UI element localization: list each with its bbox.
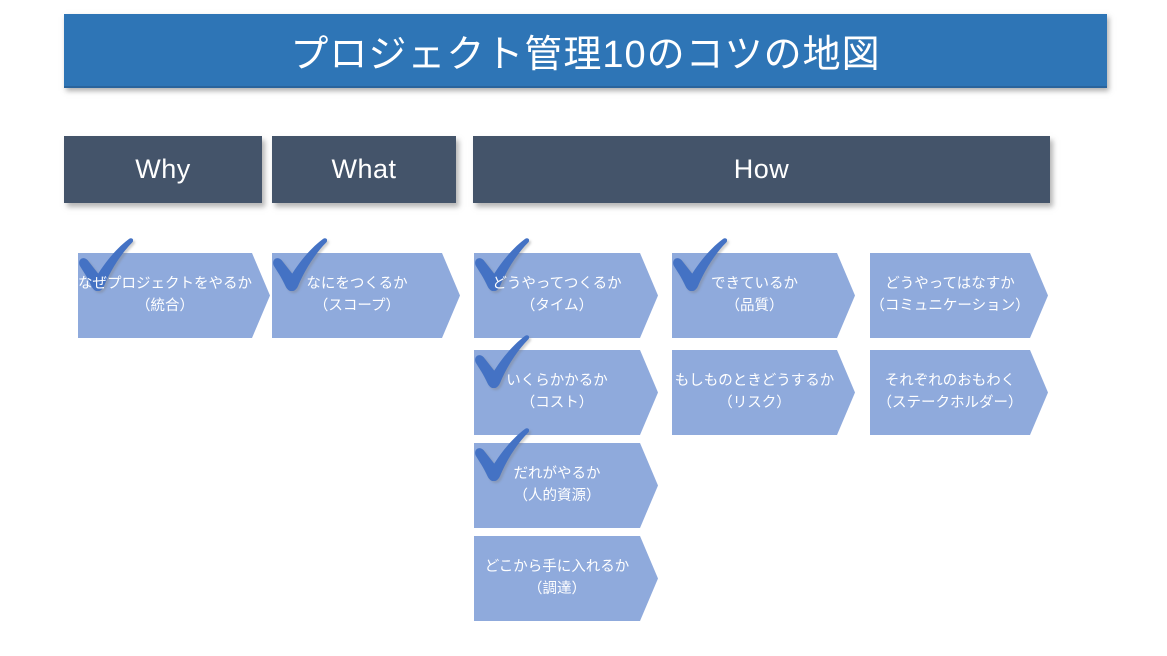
card-line2: （人的資源） [513, 487, 601, 504]
card-how-communication: どうやってはなすか （コミュニケーション） [870, 253, 1048, 338]
card-how-risk: もしものときどうするか （リスク） [672, 350, 855, 435]
card-line1: どうやってはなすか [885, 276, 1015, 293]
card-how-procurement: どこから手に入れるか （調達） [474, 536, 658, 621]
card-label: どうやってはなすか （コミュニケーション） [870, 253, 1048, 338]
card-line1: もしものときどうするか [674, 373, 835, 390]
header-why: Why [64, 136, 262, 203]
card-line2: （コミュニケーション） [870, 297, 1030, 314]
card-line2: （統合） [136, 297, 194, 314]
header-what-label: What [331, 154, 397, 184]
card-how-stakeholder: それぞれのおもわく （ステークホルダー） [870, 350, 1048, 435]
card-line1: できているか [711, 276, 798, 293]
card-line2: （ステークホルダー） [877, 394, 1023, 411]
title-banner: プロジェクト管理10のコツの地図 [64, 14, 1107, 88]
card-line1: それぞれのおもわく [884, 373, 1016, 390]
card-how-quality: できているか （品質） [672, 238, 855, 338]
card-label: もしものときどうするか （リスク） [672, 350, 855, 435]
card-line1: なにをつくるか [306, 276, 408, 293]
arrow-shape [870, 350, 1048, 435]
card-line1: なぜプロジェクトをやるか [78, 276, 252, 293]
card-how-human-resources: だれがやるか （人的資源） [474, 428, 658, 528]
card-line2: （品質） [725, 297, 784, 314]
card-line2: （コスト） [520, 394, 594, 411]
card-label: どこから手に入れるか （調達） [474, 536, 658, 621]
card-how-cost: いくらかかるか （コスト） [474, 335, 658, 435]
card-label: なにをつくるか （スコープ） [272, 253, 460, 338]
card-why-integration: なぜプロジェクトをやるか （統合） [78, 238, 270, 338]
card-line2: （リスク） [718, 394, 791, 411]
card-line2: （スコープ） [313, 297, 401, 314]
card-label: だれがやるか （人的資源） [474, 443, 658, 528]
header-why-label: Why [135, 154, 191, 184]
card-line1: いくらかかるか [506, 373, 608, 390]
card-how-time: どうやってつくるか （タイム） [474, 238, 658, 338]
arrow-shape [870, 253, 1048, 338]
card-line1: どこから手に入れるか [484, 559, 630, 576]
arrow-shape [474, 536, 658, 621]
card-line2: （調達） [528, 580, 586, 597]
card-label: できているか （品質） [672, 253, 855, 338]
card-line1: だれがやるか [513, 466, 601, 483]
page-title: プロジェクト管理10のコツの地図 [290, 33, 881, 76]
card-line1: どうやってつくるか [492, 276, 622, 293]
card-label: いくらかかるか （コスト） [474, 350, 658, 435]
card-label: どうやってつくるか （タイム） [474, 253, 658, 338]
arrow-shape [672, 350, 855, 435]
card-label: それぞれのおもわく （ステークホルダー） [870, 350, 1048, 435]
card-line2: （タイム） [520, 297, 594, 314]
card-what-scope: なにをつくるか （スコープ） [272, 238, 460, 338]
header-what: What [272, 136, 456, 203]
card-label: なぜプロジェクトをやるか （統合） [78, 253, 270, 338]
header-how-label: How [733, 154, 790, 184]
header-how: How [473, 136, 1050, 203]
